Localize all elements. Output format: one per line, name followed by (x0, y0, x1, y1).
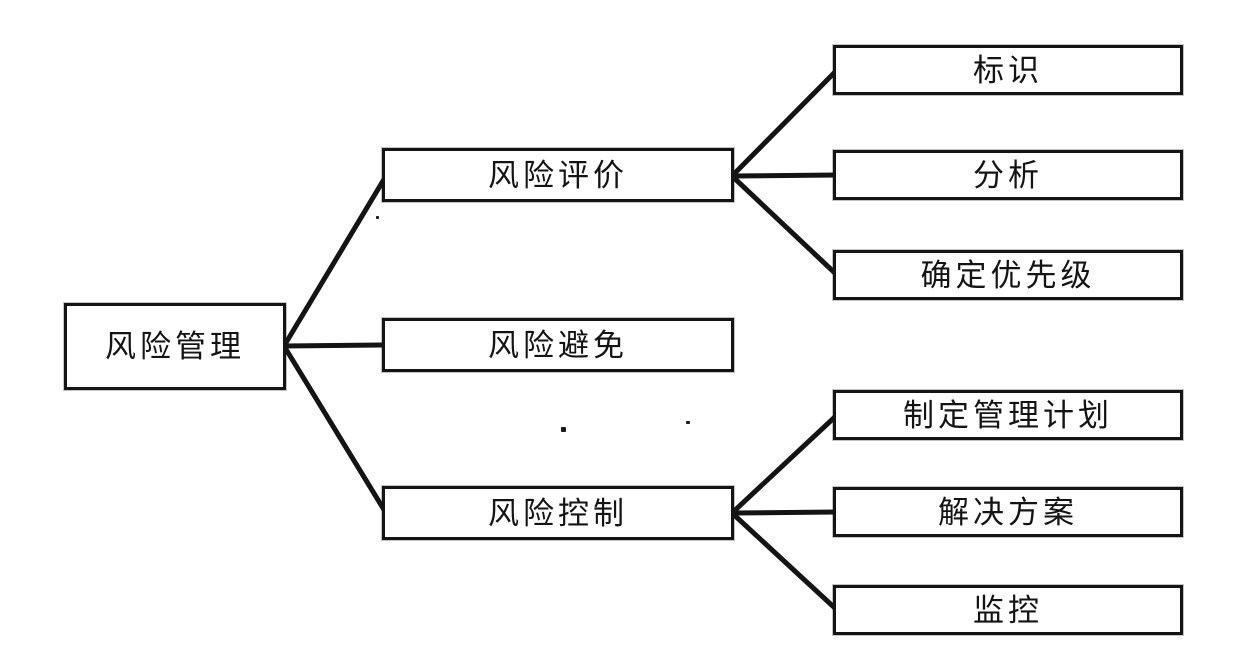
edge-root-to-avoidance (283, 342, 387, 349)
node-risk-control: 风险控制 (382, 486, 734, 540)
edge-control-to-management-plan (730, 413, 839, 515)
node-risk-control-label: 风险控制 (488, 495, 628, 531)
node-risk-evaluation-label: 风险评价 (488, 157, 628, 193)
scan-speck (376, 216, 379, 219)
node-solution: 解决方案 (833, 487, 1183, 537)
edge-evaluation-to-prioritization (730, 174, 839, 277)
node-risk-avoidance: 风险避免 (382, 318, 734, 372)
node-monitoring-label: 监控 (973, 592, 1043, 628)
node-prioritization: 确定优先级 (833, 250, 1183, 300)
node-risk-management-label: 风险管理 (105, 329, 245, 364)
scan-speck (686, 421, 690, 424)
edge-control-to-monitoring (730, 511, 839, 612)
node-identification-label: 标识 (973, 52, 1043, 88)
node-monitoring: 监控 (833, 585, 1183, 635)
node-risk-avoidance-label: 风险避免 (488, 327, 628, 363)
edge-control-to-solution (731, 509, 838, 516)
node-analysis-label: 分析 (973, 157, 1043, 193)
node-identification: 标识 (833, 45, 1183, 95)
node-management-plan: 制定管理计划 (833, 390, 1183, 440)
node-solution-label: 解决方案 (938, 494, 1078, 530)
edge-evaluation-to-analysis (731, 172, 838, 179)
edge-root-to-control (281, 344, 389, 515)
node-risk-management: 风险管理 (64, 303, 286, 390)
scan-speck (561, 427, 566, 432)
edge-root-to-evaluation (281, 174, 389, 348)
node-analysis: 分析 (833, 150, 1183, 200)
edge-evaluation-to-identification (730, 68, 839, 178)
node-management-plan-label: 制定管理计划 (903, 397, 1113, 433)
node-prioritization-label: 确定优先级 (920, 257, 1096, 293)
node-risk-evaluation: 风险评价 (382, 148, 734, 202)
